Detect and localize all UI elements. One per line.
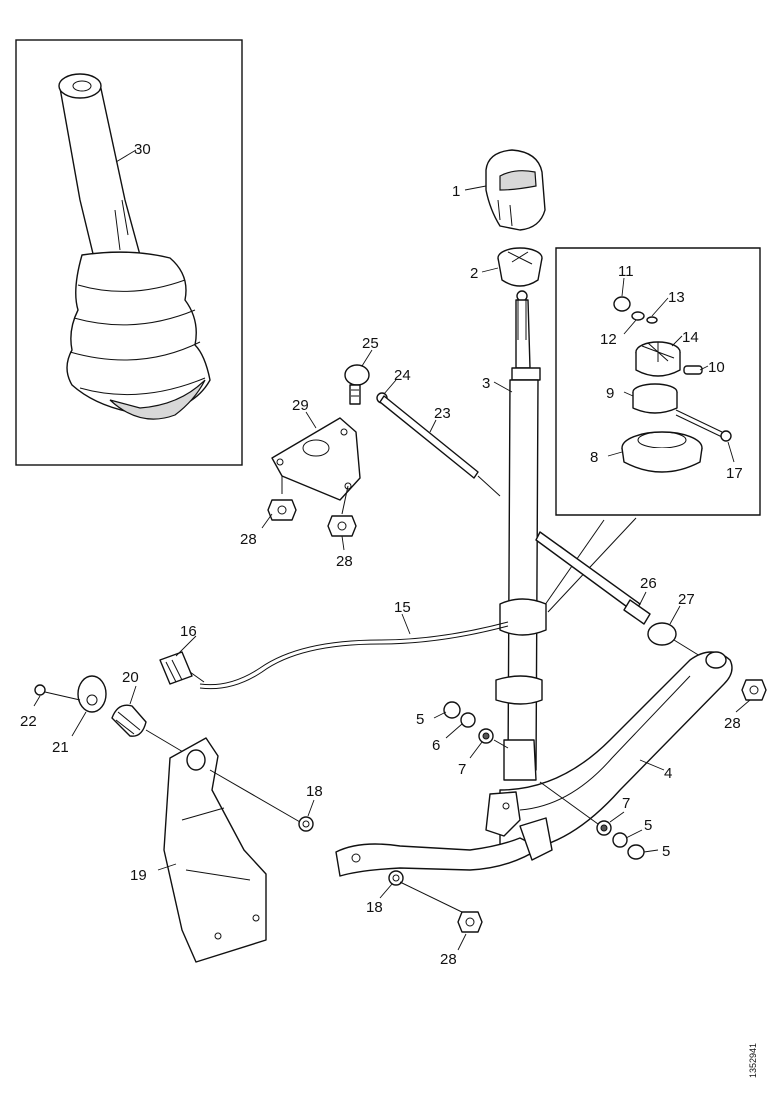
inset-knob-frame xyxy=(539,247,761,613)
part-label-28-plate-left: 28 xyxy=(240,531,257,548)
part-label-6: 6 xyxy=(432,737,440,754)
part-label-28-lower: 28 xyxy=(440,951,457,968)
part-label-27: 27 xyxy=(678,591,695,608)
part-label-17: 17 xyxy=(726,465,743,482)
part-label-2: 2 xyxy=(470,265,478,282)
part-label-25: 25 xyxy=(362,335,379,352)
part-label-22: 22 xyxy=(20,713,37,730)
leader-lines xyxy=(33,149,751,951)
part-label-26: 26 xyxy=(640,575,657,592)
part-label-5-left: 5 xyxy=(416,711,424,728)
inset-boot-frame xyxy=(15,39,243,466)
part-label-12: 12 xyxy=(600,331,617,348)
part-label-19: 19 xyxy=(130,867,147,884)
part-label-30: 30 xyxy=(134,141,151,158)
part-label-5-right-lower: 5 xyxy=(662,843,670,860)
part-label-4: 4 xyxy=(664,765,672,782)
main-assembly xyxy=(34,149,767,963)
part-label-14: 14 xyxy=(682,329,699,346)
part-label-15: 15 xyxy=(394,599,411,616)
part-label-11: 11 xyxy=(618,263,634,280)
part-labels: 1 2 3 30 11 13 12 14 10 9 8 17 25 24 23 … xyxy=(20,141,743,968)
part-label-24: 24 xyxy=(394,367,411,384)
part-label-28-plate-right: 28 xyxy=(336,553,353,570)
part-label-16: 16 xyxy=(180,623,197,640)
part-label-21: 21 xyxy=(52,739,69,756)
part-label-20: 20 xyxy=(122,669,139,686)
part-label-13: 13 xyxy=(668,289,685,306)
part-label-3: 3 xyxy=(482,375,490,392)
part-label-18-lower: 18 xyxy=(366,899,383,916)
part-label-9: 9 xyxy=(606,385,614,402)
part-label-1: 1 xyxy=(452,183,460,200)
part-label-5-right-upper: 5 xyxy=(644,817,652,834)
part-label-8: 8 xyxy=(590,449,598,466)
part-label-7-right: 7 xyxy=(622,795,630,812)
reference-code: 1352941 xyxy=(748,1043,758,1078)
part-label-7-left: 7 xyxy=(458,761,466,778)
part-label-23: 23 xyxy=(434,405,451,422)
part-label-18-upper: 18 xyxy=(306,783,323,800)
part-label-10: 10 xyxy=(708,359,725,376)
part-label-28-right: 28 xyxy=(724,715,741,732)
part-label-29: 29 xyxy=(292,397,309,414)
